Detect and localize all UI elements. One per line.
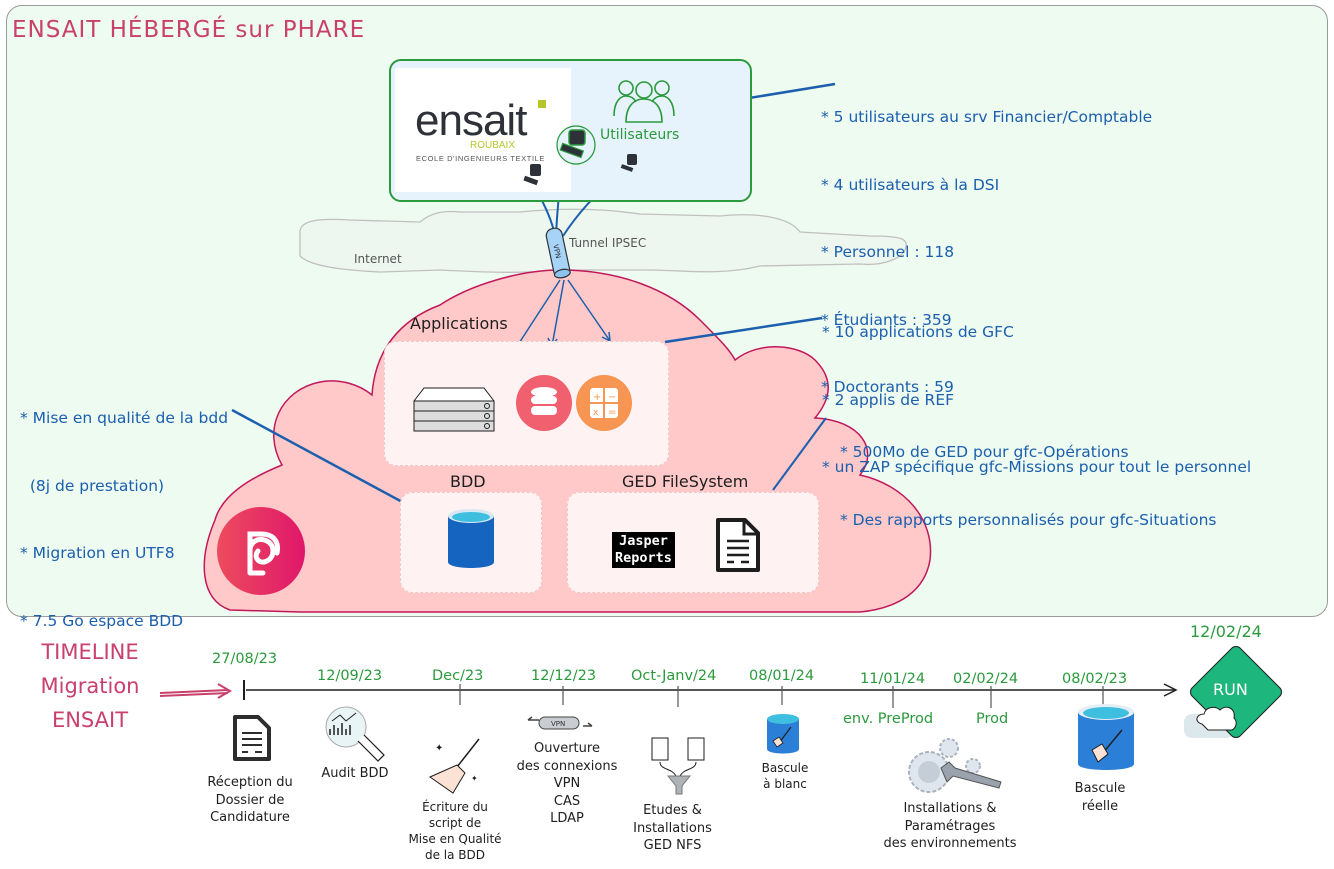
svg-text:✦: ✦	[435, 743, 443, 754]
users-note: * 5 utilisateurs au srv Financier/Compta…	[821, 108, 1153, 126]
applications-title: Applications	[410, 314, 508, 333]
jasper-label: Jasper	[619, 533, 668, 549]
bdd-note: * Migration en UTF8	[20, 544, 175, 562]
audit-magnifier-icon	[325, 706, 385, 762]
users-group-icon	[613, 80, 675, 123]
internet-cloud-shape	[299, 208, 907, 273]
ensait-logo-subtitle: ECOLE D'INGENIEURS TEXTILE	[416, 154, 546, 163]
ged-note: * 500Mo de GED pour gfc-Opérations	[840, 443, 1129, 461]
svg-text:✦: ✦	[471, 774, 478, 783]
svg-text:+: +	[593, 392, 601, 403]
applications-note: * 2 applis de REF	[822, 390, 955, 409]
bdd-title: BDD	[450, 472, 486, 491]
computer-icon	[523, 164, 541, 186]
applications-notes: * 10 applications de GFC * 2 applis de R…	[822, 276, 1251, 501]
computer-highlighted-icon	[556, 125, 596, 165]
page-title: ENSAIT HÉBERGÉ sur PHARE	[12, 17, 366, 43]
ensait-logo-city: ROUBAIX	[470, 140, 516, 151]
environments-label: Installations & Paramétrages des environ…	[883, 801, 1017, 851]
milestone-label: Ouverture des connexions VPN CAS LDAP	[516, 741, 618, 826]
users-notes: * 5 utilisateurs au srv Financier/Compta…	[821, 61, 1152, 421]
database-icon	[448, 509, 494, 568]
internet-label: Internet	[354, 252, 402, 266]
svg-text:−: −	[608, 392, 616, 403]
vpn-tunnel-icon: VPN	[545, 227, 571, 279]
applications-note: * un ZAP spécifique gfc-Missions pour to…	[822, 458, 1252, 476]
ensait-logo-dot	[538, 100, 546, 108]
merge-documents-icon	[651, 737, 705, 795]
bdd-note: * 7.5 Go espace BDD	[20, 611, 184, 630]
milestone-label: Bascule à blanc	[761, 761, 809, 791]
milestone-date: Oct-Janv/24	[631, 668, 717, 684]
run-badge	[1184, 646, 1282, 738]
milestone-date: 11/01/24	[860, 671, 926, 687]
tunnel-label: Tunnel IPSEC	[569, 236, 647, 250]
timeline-title: TIMELINE Migration ENSAIT	[40, 640, 140, 732]
reports-label: Reports	[615, 550, 672, 566]
milestone-date: Dec/23	[432, 668, 484, 684]
ged-panel	[567, 492, 819, 593]
gears-wrench-icon	[908, 738, 1002, 793]
broom-icon: ✦ ✦	[428, 738, 480, 794]
database-app-icon	[516, 375, 572, 431]
jasper-reports-logo: Jasper Reports	[612, 532, 675, 568]
run-label: RUN	[1213, 680, 1248, 699]
vpn-tunnel-icon: VPN	[527, 716, 593, 730]
milestone-date: 12/12/23	[531, 668, 597, 684]
milestone-sublabel: env. PreProd	[843, 711, 934, 727]
run-date: 12/02/24	[1190, 622, 1262, 641]
applications-note: * 10 applications de GFC	[822, 323, 1014, 341]
ensait-logo	[395, 68, 571, 192]
bdd-note: * Mise en qualité de la bdd	[20, 409, 229, 427]
users-label: Utilisateurs	[600, 127, 680, 143]
milestone-date: 08/02/23	[1062, 671, 1128, 687]
vpn-text: VPN	[551, 244, 562, 260]
ged-notes: * 500Mo de GED pour gfc-Opérations * Des…	[840, 396, 1216, 554]
users-note: * Personnel : 118	[821, 243, 955, 261]
svg-text:=: =	[608, 407, 616, 418]
milestone-label: Etudes & Installations GED NFS	[633, 803, 712, 853]
milestone-label: Réception du Dossier de Candidature	[207, 775, 293, 825]
milestone-date: 12/09/23	[317, 668, 383, 684]
milestone-date: 02/02/24	[953, 671, 1019, 687]
users-note: * 4 utilisateurs à la DSI	[821, 175, 1000, 194]
computer-icon	[620, 154, 637, 172]
ged-note: * Des rapports personnalisés pour gfc-Si…	[840, 510, 1217, 529]
phare-logo	[217, 507, 305, 595]
database-broom-icon	[1078, 704, 1134, 770]
ged-title: GED FileSystem	[622, 472, 749, 491]
milestone-label: Audit BDD	[321, 766, 389, 781]
ensait-logo-wordmark: ensait	[415, 96, 527, 145]
bdd-notes: * Mise en qualité de la bdd (8j de prest…	[20, 362, 228, 655]
milestone-date: 27/08/23	[212, 651, 278, 667]
database-broom-icon	[767, 714, 799, 754]
document-icon	[233, 715, 271, 761]
calculator-app-icon: + − x =	[576, 375, 632, 431]
vpn-text: VPN	[551, 720, 565, 728]
bdd-note: (8j de prestation)	[20, 476, 165, 495]
document-icon	[716, 518, 760, 572]
milestone-label: Écriture du script de Mise en Qualité de…	[408, 800, 502, 862]
milestone-sublabel: Prod	[976, 711, 1009, 727]
server-rack-icon	[413, 387, 495, 432]
svg-text:x: x	[593, 408, 599, 418]
milestone-label: Bascule réelle	[1074, 781, 1126, 814]
users-note: * Doctorants : 59	[821, 378, 954, 396]
milestone-date: 08/01/24	[749, 668, 815, 684]
users-note: * Étudiants : 359	[821, 310, 952, 329]
